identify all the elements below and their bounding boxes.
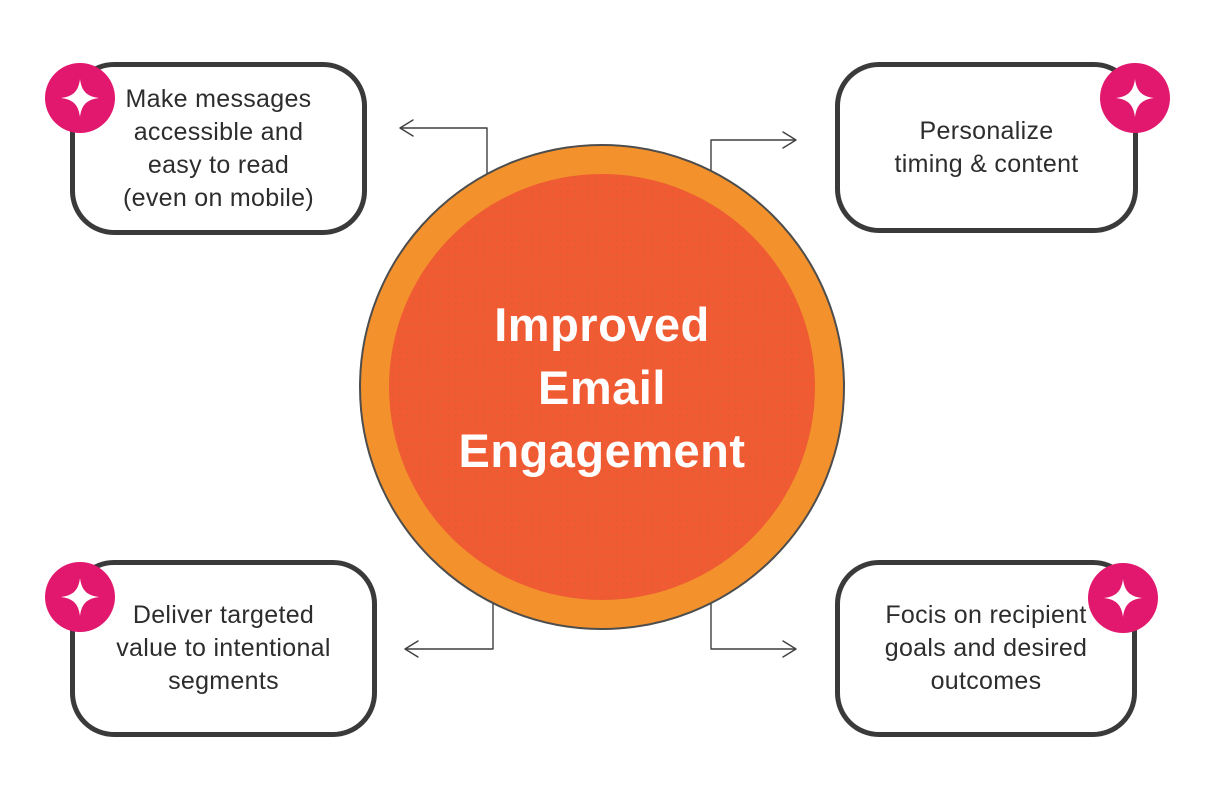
node-personalize-timing: Personalize timing & content — [835, 62, 1170, 233]
sparkle-icon — [1116, 79, 1154, 117]
sparkle-badge — [1088, 563, 1158, 633]
sparkle-badge — [45, 63, 115, 133]
connector-bottom-left — [404, 602, 494, 658]
central-circle: Improved Email Engagement — [359, 144, 845, 630]
node-text: Deliver targeted value to intentional se… — [116, 601, 331, 695]
sparkle-badge — [45, 562, 115, 632]
node-make-messages: Make messages accessible and easy to rea… — [45, 62, 367, 235]
connector-top-left — [399, 119, 488, 176]
sparkle-badge — [1100, 63, 1170, 133]
connector-top-right — [710, 131, 797, 173]
connector-bottom-right — [710, 600, 797, 658]
sparkle-icon — [61, 578, 99, 616]
center-title-line: Engagement — [458, 423, 746, 477]
chevron-right-icon — [782, 131, 797, 149]
sparkle-icon — [61, 79, 99, 117]
center-title: Improved Email Engagement — [458, 293, 745, 482]
chevron-left-icon — [399, 119, 414, 137]
node-focus-recipient-goals: Focis on recipient goals and desired out… — [835, 560, 1158, 737]
chevron-right-icon — [782, 640, 797, 658]
center-title-line: Improved — [494, 297, 710, 351]
node-text: Make messages accessible and easy to rea… — [122, 84, 314, 212]
center-title-line: Email — [538, 360, 666, 414]
node-deliver-targeted-value: Deliver targeted value to intentional se… — [45, 560, 377, 737]
node-text: Focis on recipient goals and desired out… — [884, 601, 1088, 695]
sparkle-icon — [1104, 579, 1142, 617]
central-circle-fill: Improved Email Engagement — [389, 174, 815, 600]
chevron-left-icon — [404, 640, 419, 658]
node-text: Personalize timing & content — [894, 116, 1079, 178]
